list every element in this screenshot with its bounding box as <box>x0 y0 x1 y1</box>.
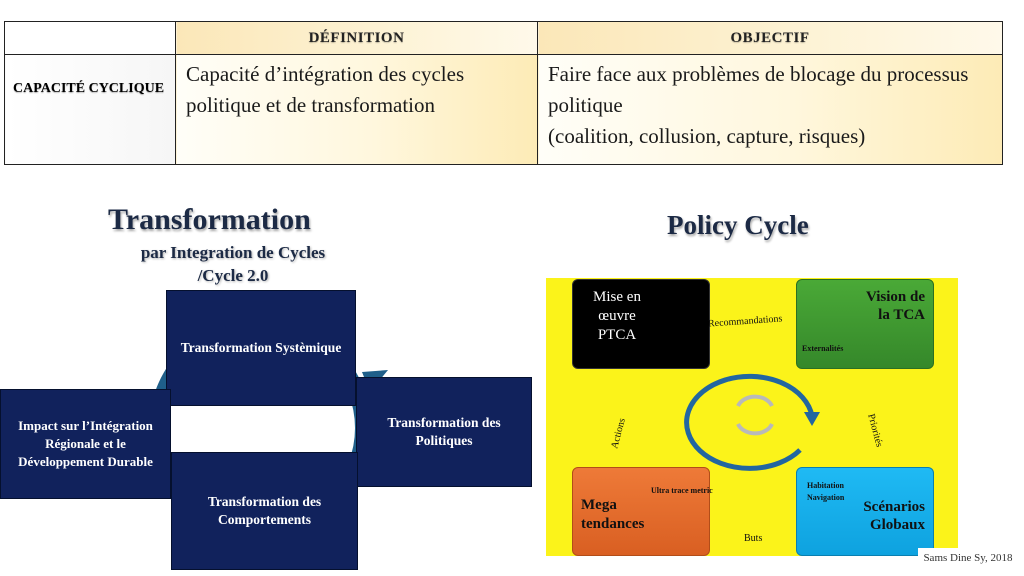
quadrant-vision-tca-label: Vision de la TCA <box>865 289 925 323</box>
policy-cycle-arrowhead <box>804 412 820 426</box>
refresh-icon <box>736 394 774 407</box>
box-transformation-comportements: Transformation des Comportements <box>171 452 358 570</box>
header-objectif: OBJECTIF <box>537 21 1003 55</box>
refresh-icon-lower <box>736 423 774 436</box>
quadrant-mega-tendances-label: Mega tendances <box>581 497 645 532</box>
row-label-capacite-cyclique: CAPACITÉ CYCLIQUE <box>4 54 176 165</box>
box-transformation-systemique: Transformation Systèmique <box>166 290 356 406</box>
right-diagram-title: Policy Cycle <box>667 210 809 240</box>
quadrant-mega-tendances: Mega tendances <box>572 467 710 556</box>
left-subtitle-line-2: /Cycle 2.0 <box>197 266 269 285</box>
objective-cell: Faire face aux problèmes de blocage du p… <box>537 54 1003 165</box>
edge-label-buts: Buts <box>744 533 763 544</box>
header-definition: DÉFINITION <box>175 21 538 55</box>
policy-cycle-arrow <box>684 373 820 471</box>
quadrant-scenarios-globaux: Scénarios Globaux <box>796 467 934 556</box>
box-transformation-politiques: Transformation des Politiques <box>356 377 532 487</box>
table-header-empty <box>4 21 176 55</box>
policy-cycle-ring <box>684 373 815 471</box>
objective-line-2: (coalition, collusion, capture, risques) <box>548 124 866 148</box>
objective-line-1: Faire face aux problèmes de blocage du p… <box>548 62 969 117</box>
left-diagram-title: Transformation <box>108 203 311 236</box>
quadrant-scenarios-globaux-label: Scénarios Globaux <box>863 499 925 533</box>
label-navigation: Navigation <box>807 493 845 502</box>
label-ultra-trace: Ultra trace metric <box>651 486 713 495</box>
definition-table: DÉFINITION OBJECTIF CAPACITÉ CYCLIQUE Ca… <box>4 21 1003 165</box>
left-subtitle-line-1: par Integration de Cycles <box>140 243 326 262</box>
definition-cell: Capacité d’intégration des cycles politi… <box>175 54 538 165</box>
box-impact-integration: Impact sur l’Intégration Régionale et le… <box>0 389 171 499</box>
quadrant-mise-en-oeuvre-label: Mise en œuvre PTCA <box>593 289 641 343</box>
table-header-row: DÉFINITION OBJECTIF <box>4 21 1003 55</box>
author-credit: Sams Dine Sy, 2018 <box>918 548 1018 568</box>
table-row: CAPACITÉ CYCLIQUE Capacité d’intégration… <box>4 54 1003 165</box>
label-externalites: Externalités <box>802 344 844 353</box>
left-diagram-subtitle: par Integration de Cycles /Cycle 2.0 <box>110 241 356 287</box>
quadrant-vision-tca: Vision de la TCA <box>796 279 934 369</box>
label-habitation: Habitation <box>807 481 844 490</box>
quadrant-mise-en-oeuvre: Mise en œuvre PTCA <box>572 279 710 369</box>
